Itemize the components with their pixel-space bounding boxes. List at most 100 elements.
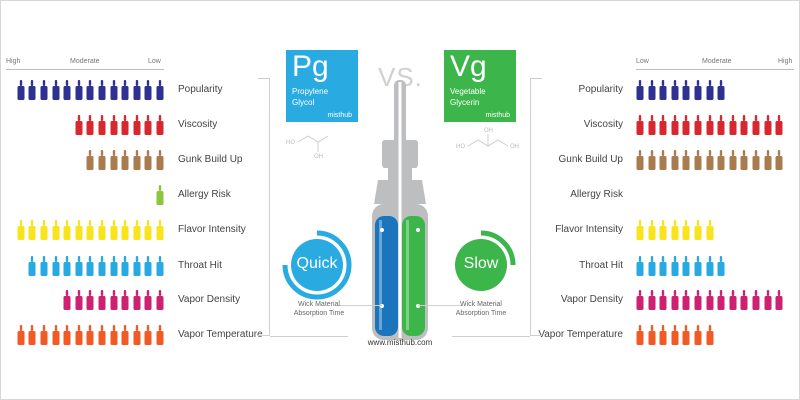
pg-wick-line1: Wick Material	[297, 301, 340, 308]
vg-name-line2: Glycerin	[450, 98, 480, 107]
vg-brand: misthub	[485, 112, 510, 119]
vg-viscosity-bottle-icon	[740, 115, 748, 135]
pg-throat-bottle-icon	[156, 256, 164, 276]
pg-row-label-flavor: Flavor Intensity	[178, 224, 246, 235]
vg-throat-bottle-icon	[694, 256, 702, 276]
pg-vapor_temperature-bottle-icon	[144, 325, 152, 345]
vg-vapor_density-bottle-icon	[671, 290, 679, 310]
vg-viscosity-bottle-icon	[682, 115, 690, 135]
vg-throat-bottle-icon	[717, 256, 725, 276]
pg-row-label-throat: Throat Hit	[178, 260, 222, 271]
vg-vapor_temperature-bottle-icon	[659, 325, 667, 345]
vg-absorption-speed: Slow	[463, 255, 499, 272]
pg-flavor-bottle-icon	[75, 220, 83, 240]
pg-vapor_density-bottle-icon	[110, 290, 118, 310]
pg-row-label-viscosity: Viscosity	[178, 119, 218, 130]
pg-gunk-bottle-icon	[144, 150, 152, 170]
vg-vapor_density-bottle-icon	[648, 290, 656, 310]
vg-viscosity-bottle-icon	[659, 115, 667, 135]
pg-bracket	[258, 78, 270, 336]
vg-flavor-bottle-icon	[694, 220, 702, 240]
pg-flavor-bottle-icon	[86, 220, 94, 240]
vg-gunk-bottle-icon	[706, 150, 714, 170]
vg-popularity-bottle-icon	[636, 80, 644, 100]
vg-popularity-bottle-icon	[706, 80, 714, 100]
pg-molecule-icon: HO OH	[286, 135, 329, 160]
svg-text:HO: HO	[456, 144, 465, 150]
pg-absorption-gauge	[282, 230, 352, 300]
vg-row-label-vapor_temperature: Vapor Temperature	[538, 329, 623, 340]
pg-popularity-bottle-icon	[86, 80, 94, 100]
vg-popularity-bottle-icon	[659, 80, 667, 100]
pg-row-label-popularity: Popularity	[178, 84, 223, 95]
pg-vapor_temperature-bottle-icon	[110, 325, 118, 345]
vg-viscosity-bottle-icon	[648, 115, 656, 135]
vg-wick-line1: Wick Material	[459, 301, 502, 308]
vg-scale-low: Low	[636, 58, 649, 65]
vg-bracket-link	[452, 336, 530, 337]
vg-name-line1: Vegetable	[450, 87, 486, 96]
vg-row-label-flavor: Flavor Intensity	[555, 224, 623, 235]
vg-symbol: Vg	[450, 50, 487, 83]
vg-vapor_density-bottle-icon	[636, 290, 644, 310]
vg-flavor-bottle-icon	[659, 220, 667, 240]
vg-row-label-allergy: Allergy Risk	[570, 189, 623, 200]
pg-viscosity-bottle-icon	[86, 115, 94, 135]
vg-flavor-bottle-icon	[682, 220, 690, 240]
vg-vapor_temperature-bottle-icon	[706, 325, 714, 345]
pg-scale-moderate: Moderate	[70, 58, 100, 65]
vg-viscosity-bottle-icon	[694, 115, 702, 135]
pg-row-label-gunk: Gunk Build Up	[178, 154, 243, 165]
vg-row-label-viscosity: Viscosity	[583, 119, 623, 130]
vg-flavor-bottle-icon	[671, 220, 679, 240]
vg-absorption-gauge	[455, 230, 516, 291]
vg-scale-high: High	[778, 58, 793, 65]
pg-gunk-bottle-icon	[133, 150, 141, 170]
pg-name-line1: Propylene	[292, 87, 329, 96]
pg-vapor_density-bottle-icon	[121, 290, 129, 310]
vg-popularity-bottle-icon	[671, 80, 679, 100]
vg-vapor_temperature-bottle-icon	[682, 325, 690, 345]
pg-flavor-bottle-icon	[110, 220, 118, 240]
vg-popularity-bottle-icon	[717, 80, 725, 100]
vg-row-label-gunk: Gunk Build Up	[558, 154, 623, 165]
pg-row-label-allergy: Allergy Risk	[178, 189, 231, 200]
pg-vapor_temperature-bottle-icon	[52, 325, 60, 345]
website-url: www.misthub.com	[367, 338, 433, 347]
vg-flavor-bottle-icon	[648, 220, 656, 240]
pg-popularity-bottle-icon	[17, 80, 25, 100]
vg-molecule-icon: HO OH OH	[456, 128, 519, 150]
pg-vapor_density-bottle-icon	[98, 290, 106, 310]
pg-name-line2: Glycol	[292, 98, 315, 107]
pg-vapor_temperature-bottle-icon	[86, 325, 94, 345]
pg-flavor-bottle-icon	[63, 220, 71, 240]
svg-text:OH: OH	[314, 154, 323, 160]
pg-row-label-vapor_density: Vapor Density	[178, 294, 241, 305]
pg-flavor-bottle-icon	[98, 220, 106, 240]
vg-flavor-bottle-icon	[706, 220, 714, 240]
vg-gunk-bottle-icon	[682, 150, 690, 170]
pg-vapor_temperature-bottle-icon	[121, 325, 129, 345]
vg-vapor_density-bottle-icon	[729, 290, 737, 310]
vg-vapor_temperature-bottle-icon	[636, 325, 644, 345]
vg-vapor_density-bottle-icon	[694, 290, 702, 310]
pg-gunk-bottle-icon	[156, 150, 164, 170]
pg-symbol: Pg	[292, 50, 329, 83]
pg-flavor-bottle-icon	[28, 220, 36, 240]
pg-flavor-bottle-icon	[144, 220, 152, 240]
vg-viscosity-bottle-icon	[636, 115, 644, 135]
pg-popularity-bottle-icon	[121, 80, 129, 100]
vg-flavor-bottle-icon	[636, 220, 644, 240]
pg-popularity-bottle-icon	[156, 80, 164, 100]
pg-flavor-bottle-icon	[52, 220, 60, 240]
pg-vapor_density-bottle-icon	[75, 290, 83, 310]
pg-popularity-bottle-icon	[52, 80, 60, 100]
pg-wick-pointer	[338, 305, 382, 306]
pg-vapor_temperature-bottle-icon	[75, 325, 83, 345]
vg-viscosity-bottle-icon	[671, 115, 679, 135]
vg-vapor_temperature-bottle-icon	[671, 325, 679, 345]
